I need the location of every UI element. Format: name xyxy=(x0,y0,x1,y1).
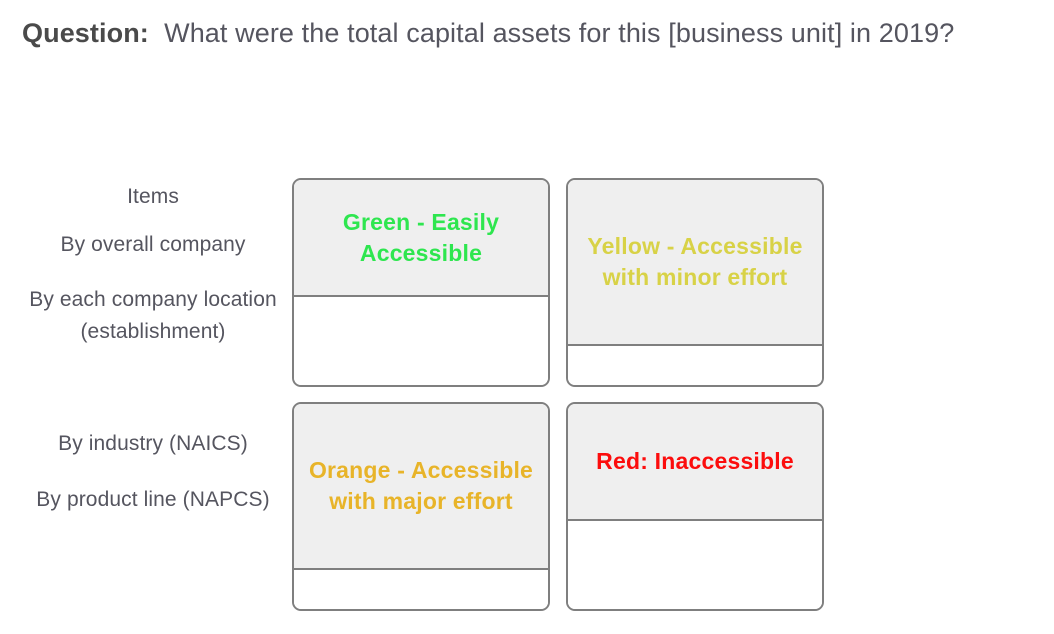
row-label-column: Items By overall company By each company… xyxy=(14,170,292,620)
question-block: Question: What were the total capital as… xyxy=(22,10,1042,57)
row-label-overall-company: By overall company xyxy=(60,233,246,256)
row-label-establishment: By each company location (establishment) xyxy=(29,288,277,343)
accessibility-matrix: Items By overall company By each company… xyxy=(0,170,1054,620)
row-label-items: Items xyxy=(127,185,179,208)
question-text: What were the total capital assets for t… xyxy=(149,18,954,48)
card-yellow-response-area[interactable] xyxy=(568,346,822,385)
card-red-inaccessible[interactable]: Red: Inaccessible xyxy=(566,402,824,611)
card-orange-major-effort[interactable]: Orange - Accessible with major effort xyxy=(292,402,550,611)
card-red-header: Red: Inaccessible xyxy=(568,404,822,521)
card-red-response-area[interactable] xyxy=(568,521,822,609)
question-label: Question: xyxy=(22,18,149,48)
row-label-product-napcs: By product line (NAPCS) xyxy=(36,488,270,511)
card-orange-header: Orange - Accessible with major effort xyxy=(294,404,548,570)
card-green-header: Green - Easily Accessible xyxy=(294,180,548,297)
card-green-response-area[interactable] xyxy=(294,297,548,385)
card-yellow-minor-effort[interactable]: Yellow - Accessible with minor effort xyxy=(566,178,824,387)
card-green-easily-accessible[interactable]: Green - Easily Accessible xyxy=(292,178,550,387)
card-yellow-header: Yellow - Accessible with minor effort xyxy=(568,180,822,346)
row-label-industry-naics: By industry (NAICS) xyxy=(58,432,248,455)
question-text-value: What were the total capital assets for t… xyxy=(164,18,955,48)
card-orange-response-area[interactable] xyxy=(294,570,548,609)
